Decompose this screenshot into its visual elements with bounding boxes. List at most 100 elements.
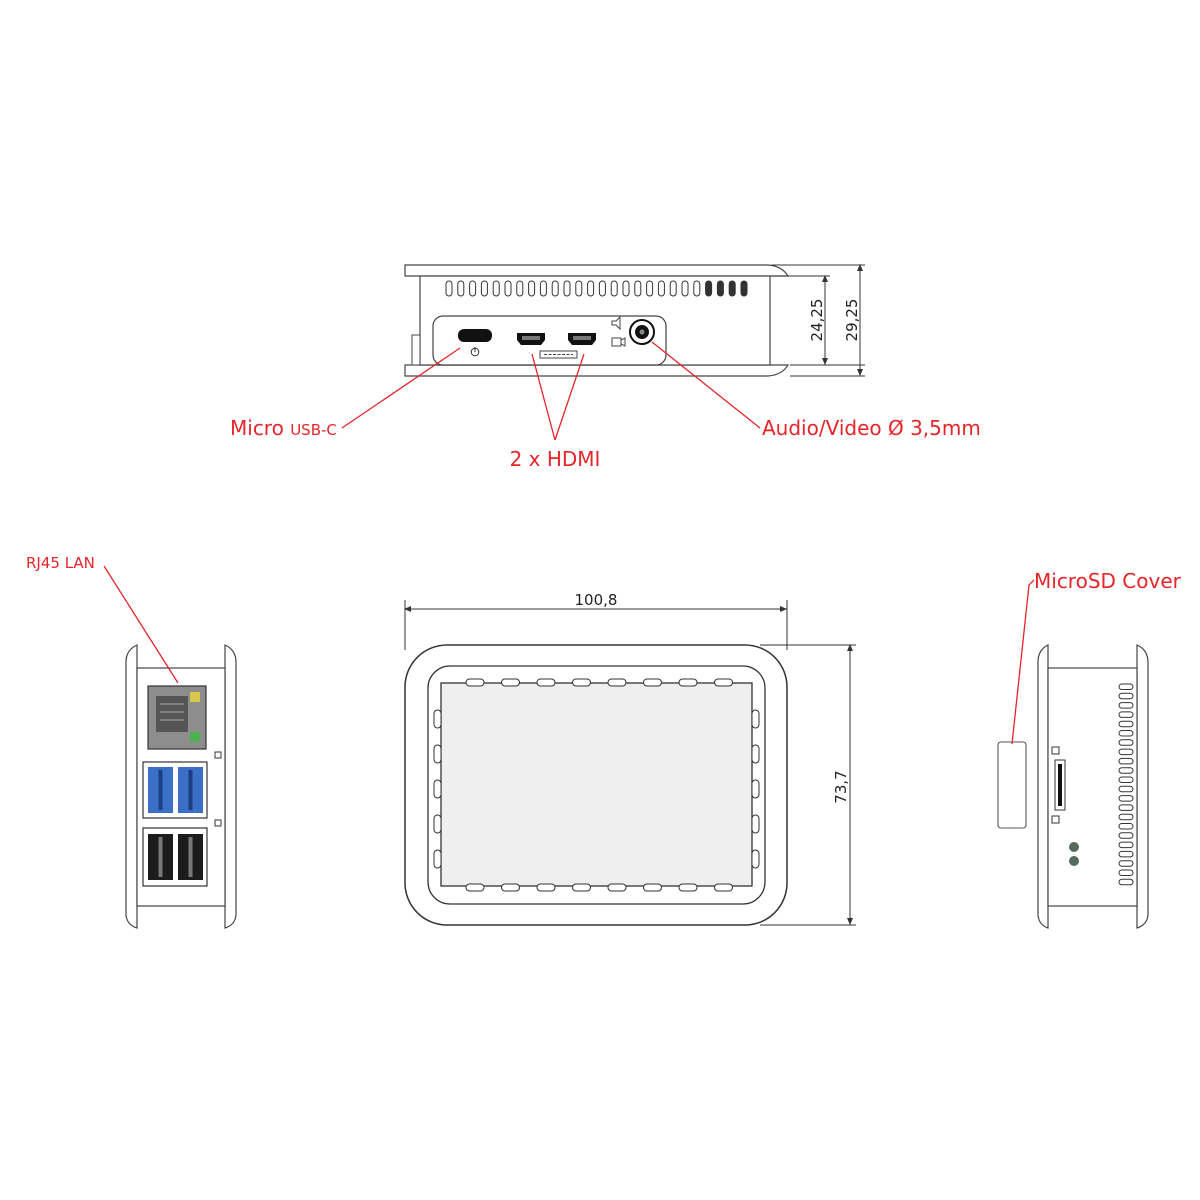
top-slot [572, 883, 591, 892]
power-icon [470, 347, 480, 357]
side-vent-slot [1118, 860, 1134, 867]
vent-slot [598, 280, 606, 297]
top-slot [607, 883, 627, 892]
port-panel [432, 315, 667, 366]
vent-slot [740, 280, 748, 297]
front-view: 24,25 29,25 [404, 264, 865, 377]
left-view-flange-left [125, 644, 138, 929]
top-slot [751, 709, 760, 729]
side-vent-slot [1118, 776, 1134, 783]
side-vent-slot [1118, 711, 1134, 718]
side-vent-slot [1118, 720, 1134, 728]
right-view-flange-left [1037, 644, 1049, 929]
usb-c-port [458, 329, 492, 342]
top-slot [607, 678, 627, 687]
vent-slot [480, 280, 488, 297]
side-vent-slot [1118, 692, 1134, 700]
right-side-view [997, 644, 1149, 929]
top-slot [751, 814, 760, 834]
top-slot [751, 779, 760, 799]
hdmi-port-1 [517, 333, 545, 345]
audio-video-callout: Audio/Video Ø 3,5mm [762, 416, 981, 440]
vent-slot [492, 280, 500, 297]
front-top-flange [404, 264, 790, 277]
top-slot [751, 849, 760, 869]
hdmi-logo [539, 350, 578, 359]
side-vent-slot [1118, 841, 1134, 849]
microsd-cover [997, 741, 1027, 829]
microsd-leader [1011, 579, 1035, 745]
dimension-24-25: 24,25 [808, 299, 826, 342]
vent-slot [693, 280, 701, 297]
side-vent-slot [1118, 785, 1134, 793]
side-vent-slot [1118, 813, 1134, 821]
dimension-100-8: 100,8 [575, 591, 618, 609]
status-led-1 [1069, 842, 1079, 852]
right-view-marker-2 [1051, 815, 1060, 824]
hdmi-callout: 2 x HDMI [510, 447, 601, 471]
vent-slot [445, 280, 453, 297]
left-view-marker-1 [214, 751, 222, 759]
top-slot [501, 678, 520, 687]
side-vent-slot [1118, 757, 1134, 765]
vent-slot [646, 280, 654, 297]
side-vent-slot [1118, 869, 1134, 876]
usb-c-callout: Micro USB-C [230, 416, 337, 440]
av-jack [629, 319, 655, 345]
vent-slot [622, 280, 630, 297]
top-slot [643, 678, 662, 687]
rj45-leader [103, 565, 179, 684]
left-view-marker-2 [214, 819, 222, 827]
top-slot [433, 814, 442, 834]
right-view-vent-slots [1118, 683, 1134, 886]
vent-slot [657, 280, 665, 297]
top-slot [678, 678, 698, 687]
side-vent-slot [1118, 832, 1134, 839]
left-view-flange-right [224, 644, 237, 929]
side-vent-slot [1118, 878, 1134, 886]
vent-slot [716, 280, 724, 297]
vent-slot [457, 280, 465, 297]
top-slot [678, 883, 698, 892]
top-slot [433, 779, 442, 799]
side-vent-slot [1118, 850, 1134, 858]
top-slot [714, 883, 733, 892]
status-led-2 [1069, 856, 1079, 866]
vent-slot [504, 280, 512, 297]
vent-slot [728, 280, 736, 297]
side-vent-slot [1118, 748, 1134, 756]
side-vent-slot [1118, 823, 1134, 830]
rj45-led-green [190, 732, 200, 742]
vent-slot [469, 280, 477, 297]
top-slot [536, 678, 556, 687]
vent-slot [669, 280, 677, 297]
top-slot [501, 883, 520, 892]
vent-slot [705, 280, 713, 297]
vent-slot [575, 280, 583, 297]
rj45-callout: RJ45 LAN [26, 554, 95, 572]
top-view: 100,8 73,7 [404, 591, 856, 926]
top-slot [465, 883, 485, 892]
vent-slot [634, 280, 642, 297]
top-view-panel [440, 682, 753, 887]
rj45-socket [156, 696, 188, 732]
top-view-dimensions [404, 600, 856, 926]
right-view-flange-right [1136, 644, 1149, 929]
side-vent-slot [1118, 702, 1134, 709]
microsd-callout: MicroSD Cover [1034, 569, 1182, 593]
top-slot [572, 678, 591, 687]
right-view-marker-1 [1051, 746, 1060, 755]
top-slot [433, 744, 442, 764]
top-slot [714, 678, 733, 687]
vent-slot [587, 280, 595, 297]
side-vent-slot [1118, 767, 1134, 774]
top-slot [751, 744, 760, 764]
top-slot [433, 849, 442, 869]
top-slot [433, 709, 442, 729]
dimension-73-7: 73,7 [832, 770, 850, 803]
top-view-vent-slots [433, 678, 760, 892]
camera-icon [611, 337, 626, 347]
rj45-led-yellow [190, 692, 200, 702]
left-side-view [125, 644, 237, 929]
